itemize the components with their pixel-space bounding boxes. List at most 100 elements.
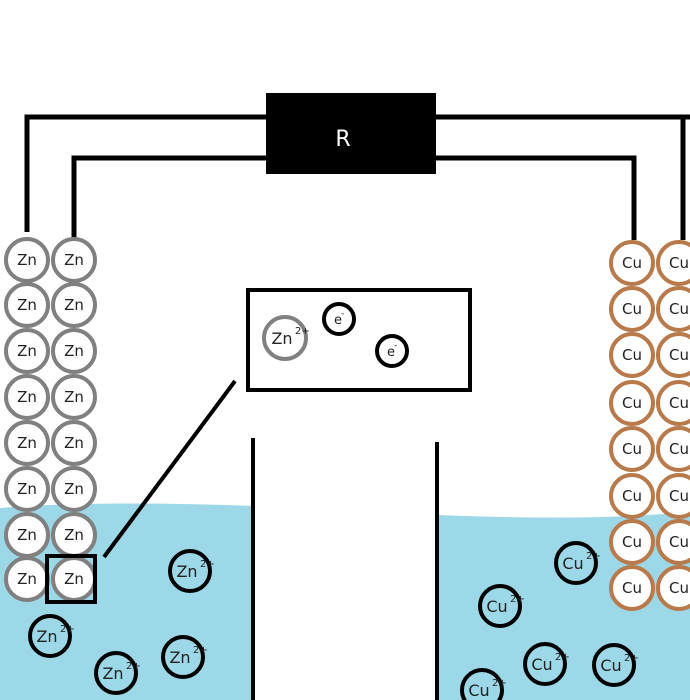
svg-text:Cu: Cu [622,346,642,364]
svg-text:Cu: Cu [468,681,489,700]
copper-atom: Cu [656,332,690,378]
svg-text:Cu: Cu [669,254,689,272]
copper-atom: Cu [656,240,690,286]
zinc-atom: Zn [4,237,50,283]
svg-text:Cu: Cu [622,300,642,318]
svg-text:Cu: Cu [669,346,689,364]
zinc-atom: Zn [4,420,50,466]
svg-text:Cu: Cu [622,440,642,458]
svg-text:Cu: Cu [622,487,642,505]
svg-text:2+: 2+ [126,661,141,672]
copper-atom: Cu [609,332,655,378]
svg-text:Cu: Cu [669,533,689,551]
zinc-atom: Zn [51,282,97,328]
copper-atom: Cu [609,380,655,426]
outer-wire [24,114,690,232]
copper-atom: Cu [609,565,655,611]
svg-text:Zn: Zn [17,480,37,498]
svg-text:Cu: Cu [562,554,583,573]
svg-text:Zn: Zn [17,434,37,452]
svg-text:Cu: Cu [622,254,642,272]
svg-text:Zn: Zn [64,296,84,314]
svg-text:2+: 2+ [492,678,507,689]
svg-text:e: e [334,313,342,328]
svg-text:Cu: Cu [669,300,689,318]
zinc-atom: Zn [4,282,50,328]
svg-text:2+: 2+ [510,594,525,605]
zinc-atom: Zn [51,466,97,512]
copper-atom: Cu [609,473,655,519]
svg-text:Cu: Cu [622,394,642,412]
svg-text:Zn: Zn [64,342,84,360]
svg-text:Zn: Zn [64,526,84,544]
svg-text:-: - [341,309,344,319]
svg-text:2+: 2+ [200,559,215,570]
svg-text:Cu: Cu [669,579,689,597]
svg-text:Zn: Zn [36,627,57,646]
zinc-atom: Zn [4,374,50,420]
resistor-label: R [335,127,350,152]
copper-atom: Cu [609,240,655,286]
highlight-box [45,554,97,604]
zinc-atom: Zn [51,556,97,602]
copper-atom: Cu [609,286,655,332]
zinc-atom: Zn [51,374,97,420]
svg-text:Zn: Zn [271,329,292,348]
svg-text:Zn: Zn [64,251,84,269]
svg-text:2+: 2+ [60,624,75,635]
zinc-atom: Zn [51,512,97,558]
svg-text:Cu: Cu [531,655,552,674]
copper-atom: Cu [656,519,690,565]
svg-text:Cu: Cu [600,656,621,675]
svg-text:Zn: Zn [169,648,190,667]
svg-text:Cu: Cu [622,533,642,551]
resistor: R [266,93,436,174]
svg-text:Zn: Zn [17,388,37,406]
zinc-atom: Zn [4,328,50,374]
svg-text:Zn: Zn [64,480,84,498]
svg-text:2+: 2+ [586,551,601,562]
svg-text:Zn: Zn [176,562,197,581]
svg-text:Zn: Zn [64,434,84,452]
svg-text:Zn: Zn [64,570,84,588]
zinc-atom: Zn [51,420,97,466]
electron: e- [322,302,356,336]
zoom-pointer-line [102,379,237,559]
svg-text:Zn: Zn [102,664,123,683]
svg-text:Cu: Cu [669,440,689,458]
svg-text:Zn: Zn [17,251,37,269]
svg-text:2+: 2+ [193,645,208,656]
copper-atom: Cu [656,565,690,611]
zinc-atom: Zn [4,556,50,602]
copper-atom: Cu [656,426,690,472]
svg-text:Zn: Zn [17,570,37,588]
copper-atom: Cu [656,286,690,332]
copper-atom: Cu [656,380,690,426]
copper-atom: Cu [609,519,655,565]
svg-text:Cu: Cu [486,597,507,616]
copper-atom: Cu [609,426,655,472]
zinc-atom: Zn [4,512,50,558]
svg-text:Cu: Cu [669,487,689,505]
electron: e- [375,334,409,368]
zinc-atom: Zn [51,237,97,283]
zinc-atom: Zn [4,466,50,512]
svg-text:Zn: Zn [17,526,37,544]
svg-text:Cu: Cu [622,579,642,597]
copper-atom: Cu [656,473,690,519]
svg-text:2+: 2+ [624,653,639,664]
